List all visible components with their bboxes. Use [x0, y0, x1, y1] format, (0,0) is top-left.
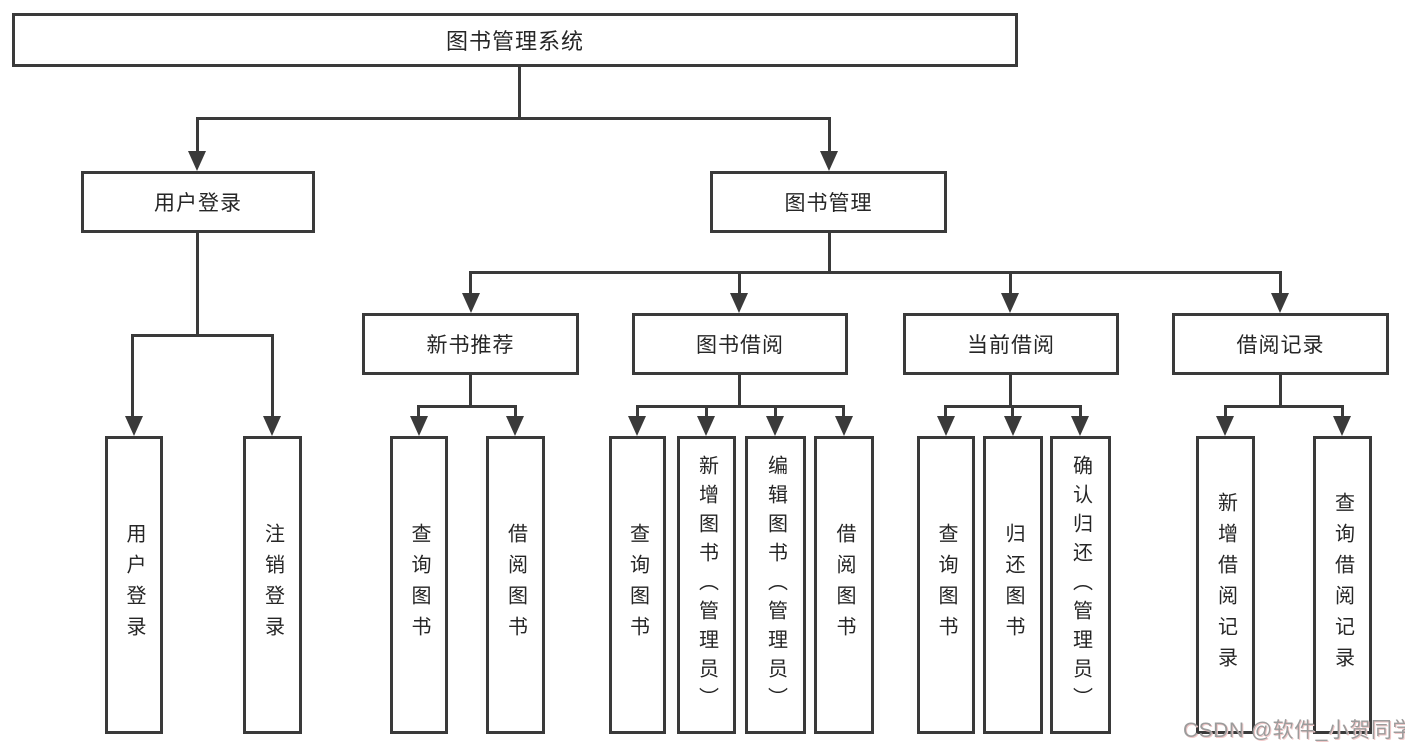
connector-user-login-rail	[131, 334, 274, 337]
leaf-newbook-query-label: 查询图书	[408, 523, 430, 647]
leaf-logout: 注销登录	[243, 436, 302, 734]
leaf-record-add: 新增借阅记录	[1196, 436, 1255, 734]
leaf-borrow-borrow-label: 借阅图书	[833, 523, 855, 647]
arrow-down-icon	[1333, 416, 1351, 436]
csdn-watermark: CSDN @软件_小贺同学	[1183, 719, 1405, 742]
arrow-down-icon	[835, 416, 853, 436]
arrow-down-icon	[1071, 416, 1089, 436]
arrow-down-icon	[1001, 293, 1019, 313]
arrow-down-icon	[1216, 416, 1234, 436]
node-borrow-record-label: 借阅记录	[1236, 334, 1325, 357]
leaf-borrow-add-label: 新增图书（管理员）	[695, 454, 718, 716]
connector-leaf-stub	[636, 405, 639, 417]
connector-currentborrow-stem	[1009, 375, 1012, 408]
leaf-current-query: 查询图书	[917, 436, 975, 734]
connector-to-leaf-logout	[271, 334, 274, 417]
leaf-current-query-label: 查询图书	[935, 523, 957, 647]
connector-bookborrow-stem	[738, 375, 741, 408]
arrow-down-icon	[410, 416, 428, 436]
arrow-down-icon	[697, 416, 715, 436]
connector-leaf-stub	[514, 405, 517, 417]
leaf-borrow-query: 查询图书	[609, 436, 666, 734]
leaf-record-query-label: 查询借阅记录	[1331, 492, 1354, 678]
leaf-record-query: 查询借阅记录	[1313, 436, 1372, 734]
connector-leaf-stub	[417, 405, 420, 417]
node-borrow-record: 借阅记录	[1172, 313, 1389, 375]
arrow-down-icon	[263, 416, 281, 436]
connector-leaf-stub	[1224, 405, 1227, 417]
leaf-borrow-edit: 编辑图书（管理员）	[745, 436, 806, 734]
leaf-borrow-edit-label: 编辑图书（管理员）	[764, 454, 787, 716]
arrow-down-icon	[462, 293, 480, 313]
arrow-down-icon	[730, 293, 748, 313]
arrow-down-icon	[506, 416, 524, 436]
connector-to-book-management	[828, 117, 831, 153]
node-current-borrow-label: 当前借阅	[967, 334, 1055, 357]
connector-to-book-borrow	[738, 271, 741, 295]
connector-record-rail	[1224, 405, 1344, 408]
arrow-down-icon	[937, 416, 955, 436]
node-user-login: 用户登录	[81, 171, 315, 233]
arrow-down-icon	[1004, 416, 1022, 436]
arrow-down-icon	[1271, 293, 1289, 313]
leaf-borrow-query-label: 查询图书	[626, 523, 649, 647]
arrow-down-icon	[628, 416, 646, 436]
connector-leaf-stub	[1011, 405, 1014, 417]
leaf-record-add-label: 新增借阅记录	[1214, 492, 1237, 678]
connector-user-login-stem	[196, 233, 199, 337]
arrow-down-icon	[188, 151, 206, 171]
connector-leaf-stub	[774, 405, 777, 417]
connector-leaf-stub	[1341, 405, 1344, 417]
leaf-current-confirm: 确认归还（管理员）	[1050, 436, 1111, 734]
leaf-newbook-borrow: 借阅图书	[486, 436, 545, 734]
node-new-book-recommend: 新书推荐	[362, 313, 579, 375]
leaf-current-confirm-label: 确认归还（管理员）	[1069, 454, 1092, 716]
leaf-logout-label: 注销登录	[261, 523, 284, 647]
node-new-book-recommend-label: 新书推荐	[426, 334, 515, 357]
connector-newbook-stem	[469, 375, 472, 408]
leaf-newbook-borrow-label: 借阅图书	[504, 523, 527, 647]
connector-leaf-stub	[842, 405, 845, 417]
connector-to-new-book	[469, 271, 472, 295]
node-current-borrow: 当前借阅	[903, 313, 1119, 375]
connector-to-user-login	[196, 117, 199, 153]
node-user-login-label: 用户登录	[154, 192, 242, 215]
node-root: 图书管理系统	[12, 13, 1018, 67]
leaf-user-login-label: 用户登录	[123, 523, 145, 647]
node-book-management-label: 图书管理	[784, 192, 873, 215]
connector-level2-rail	[196, 117, 831, 120]
leaf-newbook-query: 查询图书	[390, 436, 448, 734]
leaf-user-login: 用户登录	[105, 436, 163, 734]
connector-level3-rail	[469, 271, 1282, 274]
connector-newbook-rail	[417, 405, 517, 408]
leaf-borrow-borrow: 借阅图书	[814, 436, 874, 734]
connector-leaf-stub	[705, 405, 708, 417]
node-book-borrow-label: 图书借阅	[696, 334, 784, 357]
arrow-down-icon	[766, 416, 784, 436]
arrow-down-icon	[125, 416, 143, 436]
node-book-management: 图书管理	[710, 171, 947, 233]
connector-bookborrow-rail	[636, 405, 845, 408]
connector-leaf-stub	[1079, 405, 1082, 417]
connector-to-leaf-user-login	[131, 334, 134, 417]
connector-root-stem	[518, 67, 521, 120]
leaf-borrow-add: 新增图书（管理员）	[677, 436, 736, 734]
connector-book-mgmt-stem	[828, 233, 831, 274]
node-root-label: 图书管理系统	[445, 29, 584, 54]
connector-record-stem	[1279, 375, 1282, 408]
leaf-current-return-label: 归还图书	[1002, 523, 1024, 647]
leaf-current-return: 归还图书	[983, 436, 1043, 734]
arrow-down-icon	[820, 151, 838, 171]
connector-to-current-borrow	[1009, 271, 1012, 295]
node-book-borrow: 图书借阅	[632, 313, 848, 375]
connector-leaf-stub	[944, 405, 947, 417]
connector-to-borrow-record	[1279, 271, 1282, 295]
